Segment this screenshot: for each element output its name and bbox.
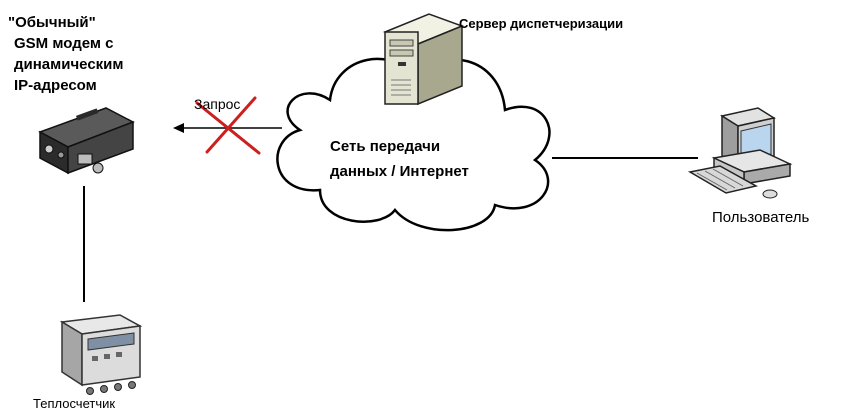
modem-label: "Обычный" GSM модем с динамическим IP-ад…	[8, 12, 188, 96]
blocked-cross-icon	[195, 96, 261, 155]
request-arrow	[173, 123, 282, 133]
gsm-modem-icon	[38, 107, 135, 175]
modem-label-line1: "Обычный"	[8, 14, 96, 31]
network-label: Сеть передачи данных / Интернет	[330, 134, 469, 184]
heat-meter-icon	[59, 314, 143, 395]
network-label-line1: Сеть передачи	[330, 138, 441, 155]
server-label: Сервер диспетчеризации	[459, 16, 624, 31]
modem-label-line2: GSM модем с	[14, 35, 114, 52]
server-tower-icon	[382, 13, 465, 106]
user-label: Пользователь	[712, 209, 810, 226]
network-label-line2: данных / Интернет	[330, 163, 469, 180]
request-label: Запрос	[194, 96, 241, 112]
modem-label-line4: IP-адресом	[14, 77, 97, 94]
desktop-computer-icon	[687, 107, 793, 199]
modem-label-line3: динамическим	[14, 56, 124, 73]
meter-label: Теплосчетчик	[33, 396, 116, 411]
